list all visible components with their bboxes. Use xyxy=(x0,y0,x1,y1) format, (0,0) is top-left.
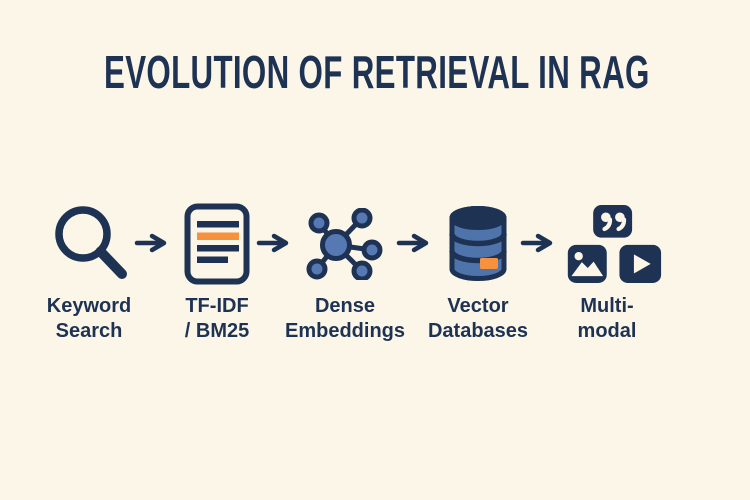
stage-label: Multi- modal xyxy=(577,295,637,342)
quote-icon xyxy=(593,205,633,238)
stage-vector-databases: Vector Databases xyxy=(423,198,533,344)
stage-tfidf-bm25: TF-IDF / BM25 xyxy=(162,198,272,344)
document-icon xyxy=(184,203,250,285)
network-icon xyxy=(306,208,383,280)
arrow-right-icon xyxy=(520,233,553,253)
multimodal-icon xyxy=(567,205,662,283)
stage-label: Keyword Search xyxy=(46,295,132,342)
stage-keyword-search: Keyword Search xyxy=(34,198,144,344)
arrow-right-icon xyxy=(396,233,429,253)
stage-multi-modal: Multi- modal xyxy=(552,198,662,344)
arrow-right-icon xyxy=(134,233,167,253)
page-title: EVOLUTION OF RETRIEVAL IN RAG xyxy=(104,46,650,98)
video-play-icon xyxy=(619,244,662,283)
stage-label: TF-IDF / BM25 xyxy=(184,295,250,342)
database-icon xyxy=(449,206,507,281)
stage-label: Dense Embeddings xyxy=(284,295,406,342)
image-icon xyxy=(567,244,607,283)
arrow-right-icon xyxy=(256,233,289,253)
magnifier-icon xyxy=(55,206,127,279)
stage-dense-embeddings: Dense Embeddings xyxy=(285,198,405,344)
stage-label: Vector Databases xyxy=(427,295,529,342)
